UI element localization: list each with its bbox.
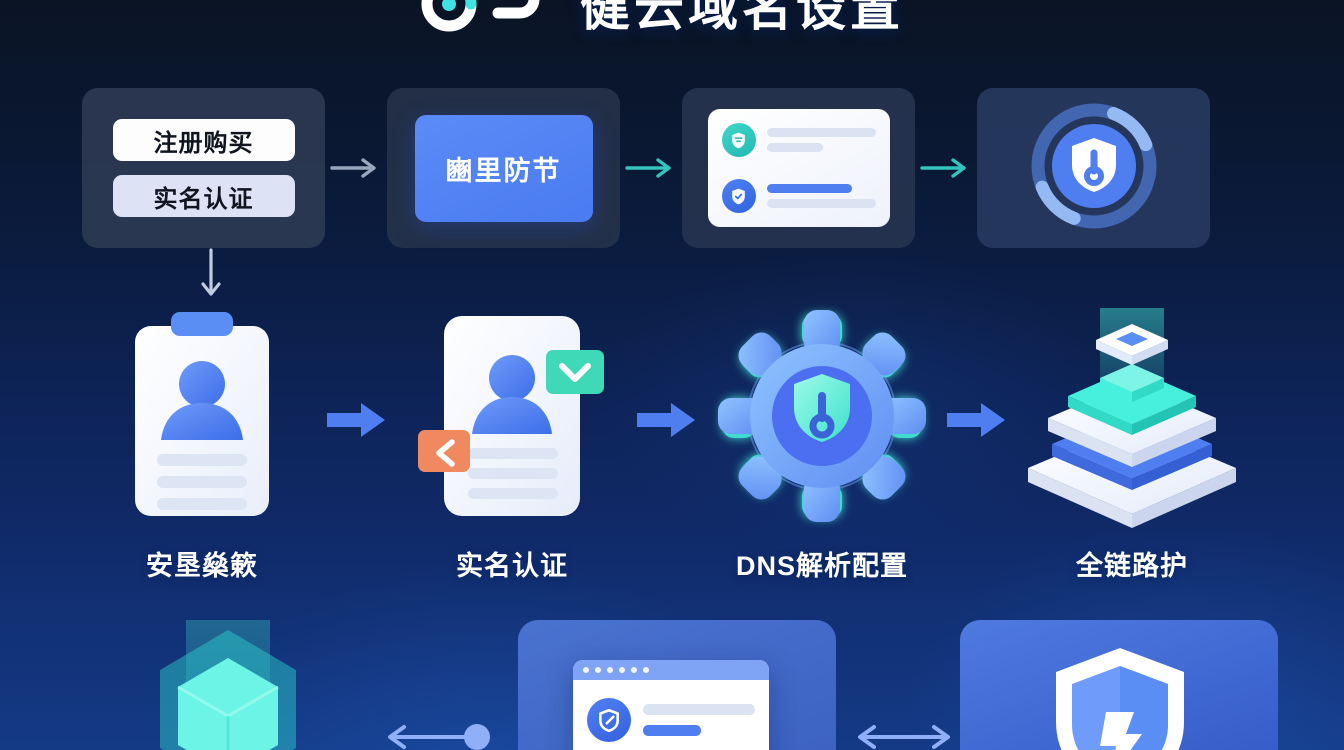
record-panel (707, 109, 890, 227)
record-row-2-lines (766, 184, 876, 208)
middle-arrow-1-icon (308, 399, 406, 441)
browser-dot (619, 667, 625, 673)
layered-stack-icon (1012, 300, 1252, 532)
browser-dot (631, 667, 637, 673)
placeholder-bar (766, 199, 876, 208)
node-realname-label: 实名认证 (456, 551, 568, 581)
node-fullchain[interactable]: 全链路护 (1026, 300, 1238, 583)
glowing-cube-icon (120, 620, 334, 750)
browser-title-bar (573, 660, 769, 680)
record-list-card[interactable] (682, 88, 915, 248)
browser-dot (607, 667, 613, 673)
bottom-arrow-left-icon (378, 720, 490, 750)
circular-brand-logo-icon (421, 0, 558, 33)
page-title: 健云域名设置 (580, 0, 904, 36)
middle-flow-row: 安垦燊簌 (96, 300, 1238, 583)
browser-content (573, 680, 769, 750)
shield-tile[interactable] (960, 620, 1278, 750)
middle-arrow-3-icon (928, 399, 1026, 441)
register-purchase-card[interactable]: 注册购买 实名认证 (82, 88, 325, 248)
bottom-arrow-both-icon (848, 720, 960, 750)
browser-text-lines (643, 704, 755, 736)
shield-progress-card[interactable] (977, 88, 1210, 248)
shield-lock-ring-icon (1028, 100, 1160, 237)
placeholder-bar (766, 143, 824, 152)
browser-dot (643, 667, 649, 673)
node-dns-label: DNS解析配置 (735, 551, 908, 581)
cube-tile[interactable] (120, 620, 334, 750)
node-safety-label: 安垦燊簌 (146, 551, 258, 581)
vertical-connector-icon (198, 248, 224, 309)
top-arrow-2-icon (620, 156, 682, 180)
id-clipboard-icon (127, 300, 277, 532)
gear-shield-icon (716, 300, 928, 532)
node-safety[interactable]: 安垦燊簌 (96, 300, 308, 583)
top-arrow-3-icon (915, 156, 977, 180)
placeholder-bar (643, 704, 755, 715)
node-realname[interactable]: 实名认证 (406, 300, 618, 583)
document-transfer-icon (412, 300, 612, 532)
pill-realname-verify[interactable]: 实名认证 (112, 175, 295, 217)
record-row-2 (721, 179, 876, 213)
teal-shield-icon (721, 123, 756, 157)
blue-shield-icon (721, 179, 756, 213)
browser-dot (595, 667, 601, 673)
record-row-1 (721, 123, 876, 157)
protection-card[interactable]: 豳里防节 (387, 88, 620, 248)
middle-arrow-2-icon (618, 399, 716, 441)
record-row-1-lines (766, 128, 876, 152)
page-header: 健云域名设置 (0, 0, 1344, 44)
placeholder-bar-accent (643, 725, 702, 736)
browser-dot (583, 667, 589, 673)
node-dns[interactable]: DNS解析配置 (716, 300, 928, 583)
browser-window-icon (573, 660, 769, 750)
node-fullchain-label: 全链路护 (1076, 551, 1188, 581)
browser-shield-icon (587, 698, 631, 742)
top-arrow-1-icon (325, 156, 387, 180)
browser-tile[interactable] (518, 620, 836, 750)
shield-bolt-icon (1032, 642, 1208, 750)
protection-label: 豳里防节 (414, 114, 593, 222)
pill-register-purchase[interactable]: 注册购买 (112, 119, 295, 161)
placeholder-bar (766, 128, 876, 137)
placeholder-bar-accent (766, 184, 852, 193)
top-flow-row: 注册购买 实名认证 豳里防节 (82, 88, 1210, 248)
bottom-flow-row (0, 612, 1344, 750)
